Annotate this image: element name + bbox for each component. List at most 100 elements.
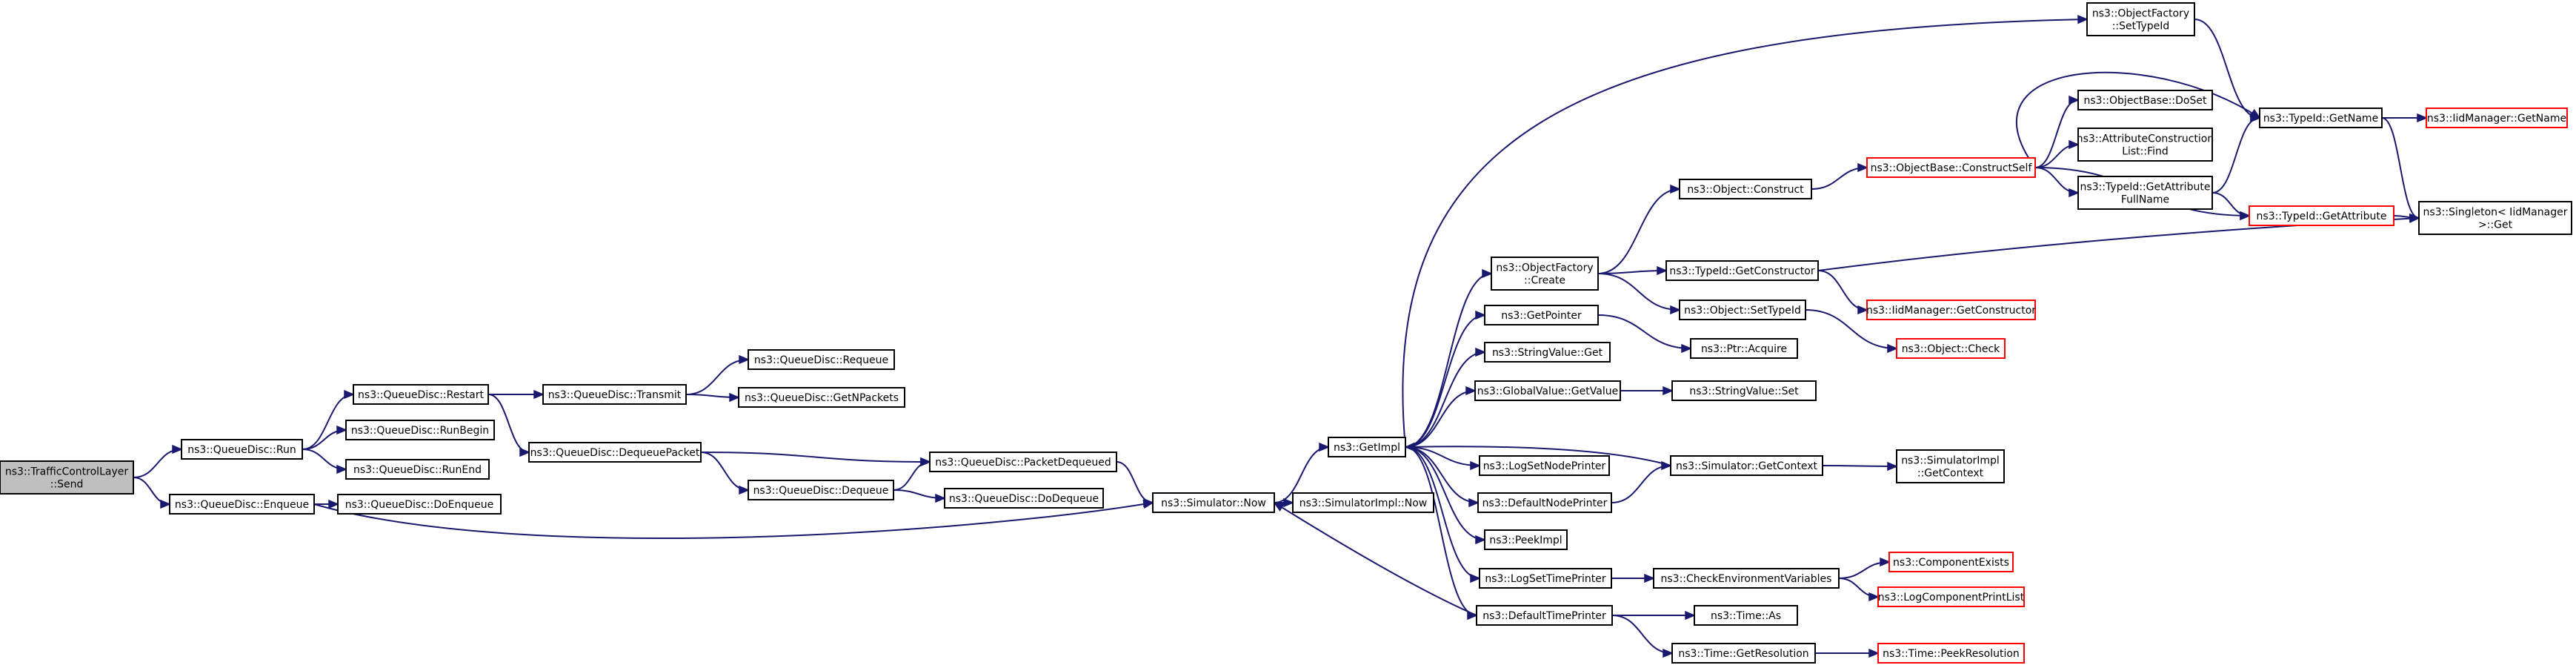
node-n2[interactable]: ns3::QueueDisc::Run xyxy=(181,439,303,460)
node-n17[interactable]: ns3::GetImpl xyxy=(1328,437,1406,457)
node-box[interactable] xyxy=(1877,643,2025,664)
node-n11[interactable]: ns3::QueueDisc::GetNPackets xyxy=(738,387,905,408)
node-box[interactable] xyxy=(1671,643,1816,664)
node-n20[interactable]: ns3::GetPointer xyxy=(1484,305,1599,325)
node-box[interactable] xyxy=(1896,449,2005,483)
node-n30[interactable]: ns3::Object::SetTypeId xyxy=(1679,300,1806,320)
node-box[interactable] xyxy=(1690,338,1798,359)
node-box[interactable] xyxy=(1866,157,2036,178)
node-n25[interactable]: ns3::PeekImpl xyxy=(1484,529,1568,550)
node-n14[interactable]: ns3::QueueDisc::DoDequeue xyxy=(944,488,1104,509)
node-box[interactable] xyxy=(1474,380,1621,401)
node-box[interactable] xyxy=(944,488,1104,509)
node-box[interactable] xyxy=(1877,586,2025,607)
node-box[interactable] xyxy=(1896,338,2006,359)
node-n44[interactable]: ns3::ObjectBase::DoSet xyxy=(2077,90,2213,110)
node-n36[interactable]: ns3::Time::GetResolution xyxy=(1671,643,1816,664)
node-box[interactable] xyxy=(748,480,894,500)
node-box[interactable] xyxy=(2086,2,2195,36)
node-n9[interactable]: ns3::QueueDisc::DequeuePacket xyxy=(528,442,702,463)
node-box[interactable] xyxy=(528,442,702,463)
node-n41[interactable]: ns3::ComponentExists xyxy=(1888,552,2014,572)
node-n35[interactable]: ns3::Time::As xyxy=(1694,605,1798,626)
node-n6[interactable]: ns3::QueueDisc::RunEnd xyxy=(345,459,490,480)
node-n10[interactable]: ns3::QueueDisc::Requeue xyxy=(748,349,895,370)
node-n42[interactable]: ns3::LogComponentPrintList xyxy=(1877,586,2025,607)
node-box[interactable] xyxy=(1679,300,1806,320)
node-n26[interactable]: ns3::LogSetTimePrinter xyxy=(1479,568,1612,589)
node-box[interactable] xyxy=(929,452,1117,472)
node-box[interactable] xyxy=(542,384,687,405)
node-n21[interactable]: ns3::StringValue::Get xyxy=(1484,342,1611,363)
node-n23[interactable]: ns3::LogSetNodePrinter xyxy=(1479,455,1610,476)
node-box[interactable] xyxy=(2259,108,2383,128)
node-box[interactable] xyxy=(345,459,490,480)
node-n33[interactable]: ns3::Simulator::GetContext xyxy=(1670,455,1823,476)
node-box[interactable] xyxy=(1888,552,2014,572)
node-n1[interactable]: ns3::TrafficControlLayer::Send xyxy=(0,460,134,495)
node-box[interactable] xyxy=(738,387,905,408)
node-n4[interactable]: ns3::QueueDisc::Restart xyxy=(353,384,489,405)
node-box[interactable] xyxy=(2249,205,2394,226)
node-n39[interactable]: ns3::Object::Check xyxy=(1896,338,2006,359)
node-n22[interactable]: ns3::GlobalValue::GetValue xyxy=(1474,380,1621,401)
node-box[interactable] xyxy=(1653,568,1840,589)
node-box[interactable] xyxy=(1694,605,1798,626)
node-box[interactable] xyxy=(1479,568,1612,589)
node-n15[interactable]: ns3::Simulator::Now xyxy=(1152,492,1275,513)
node-n43[interactable]: ns3::Time::PeekResolution xyxy=(1877,643,2025,664)
node-n12[interactable]: ns3::QueueDisc::PacketDequeued xyxy=(929,452,1117,472)
node-n37[interactable]: ns3::ObjectBase::ConstructSelf xyxy=(1866,157,2036,178)
node-box[interactable] xyxy=(181,439,303,460)
node-n27[interactable]: ns3::DefaultTimePrinter xyxy=(1476,605,1613,626)
node-box[interactable] xyxy=(1484,342,1611,363)
node-n34[interactable]: ns3::CheckEnvironmentVariables xyxy=(1653,568,1840,589)
node-box[interactable] xyxy=(2426,108,2568,128)
node-box[interactable] xyxy=(345,420,495,440)
node-box[interactable] xyxy=(2077,90,2213,110)
node-box[interactable] xyxy=(1484,305,1599,325)
node-box[interactable] xyxy=(1491,257,1599,291)
node-box[interactable] xyxy=(1670,455,1823,476)
node-n28[interactable]: ns3::Object::Construct xyxy=(1679,179,1812,199)
node-box[interactable] xyxy=(1152,492,1275,513)
node-n32[interactable]: ns3::StringValue::Set xyxy=(1671,380,1817,401)
node-box[interactable] xyxy=(1477,492,1612,513)
node-n5[interactable]: ns3::QueueDisc::RunBegin xyxy=(345,420,495,440)
node-box[interactable] xyxy=(1476,605,1613,626)
node-n49[interactable]: ns3::IidManager::GetName xyxy=(2426,108,2568,128)
node-box[interactable] xyxy=(0,460,134,495)
node-n48[interactable]: ns3::TypeId::GetAttribute xyxy=(2249,205,2394,226)
node-box[interactable] xyxy=(1671,380,1817,401)
node-n3[interactable]: ns3::QueueDisc::Enqueue xyxy=(169,494,315,515)
node-box[interactable] xyxy=(2418,201,2572,235)
node-n40[interactable]: ns3::SimulatorImpl::GetContext xyxy=(1896,449,2005,483)
node-n50[interactable]: ns3::Singleton< IidManager >::Get xyxy=(2418,201,2572,235)
node-box[interactable] xyxy=(169,494,315,515)
node-box[interactable] xyxy=(1328,437,1406,457)
node-n7[interactable]: ns3::QueueDisc::DoEnqueue xyxy=(337,494,502,515)
node-n18[interactable]: ns3::ObjectFactory::SetTypeId xyxy=(2086,2,2195,36)
node-n8[interactable]: ns3::QueueDisc::Transmit xyxy=(542,384,687,405)
node-box[interactable] xyxy=(1484,529,1568,550)
node-n47[interactable]: ns3::TypeId::GetName xyxy=(2259,108,2383,128)
node-box[interactable] xyxy=(1479,455,1610,476)
node-n24[interactable]: ns3::DefaultNodePrinter xyxy=(1477,492,1612,513)
node-box[interactable] xyxy=(1292,492,1434,513)
node-n38[interactable]: ns3::IidManager::GetConstructor xyxy=(1866,300,2036,320)
node-n29[interactable]: ns3::TypeId::GetConstructor xyxy=(1665,260,1819,281)
node-n19[interactable]: ns3::ObjectFactory::Create xyxy=(1491,257,1599,291)
node-n13[interactable]: ns3::QueueDisc::Dequeue xyxy=(748,480,894,500)
node-box[interactable] xyxy=(2077,128,2213,162)
node-box[interactable] xyxy=(337,494,502,515)
node-box[interactable] xyxy=(1866,300,2036,320)
node-box[interactable] xyxy=(2077,176,2213,210)
node-box[interactable] xyxy=(353,384,489,405)
node-n16[interactable]: ns3::SimulatorImpl::Now xyxy=(1292,492,1434,513)
node-box[interactable] xyxy=(1679,179,1812,199)
node-box[interactable] xyxy=(748,349,895,370)
node-box[interactable] xyxy=(1665,260,1819,281)
node-n31[interactable]: ns3::Ptr::Acquire xyxy=(1690,338,1798,359)
